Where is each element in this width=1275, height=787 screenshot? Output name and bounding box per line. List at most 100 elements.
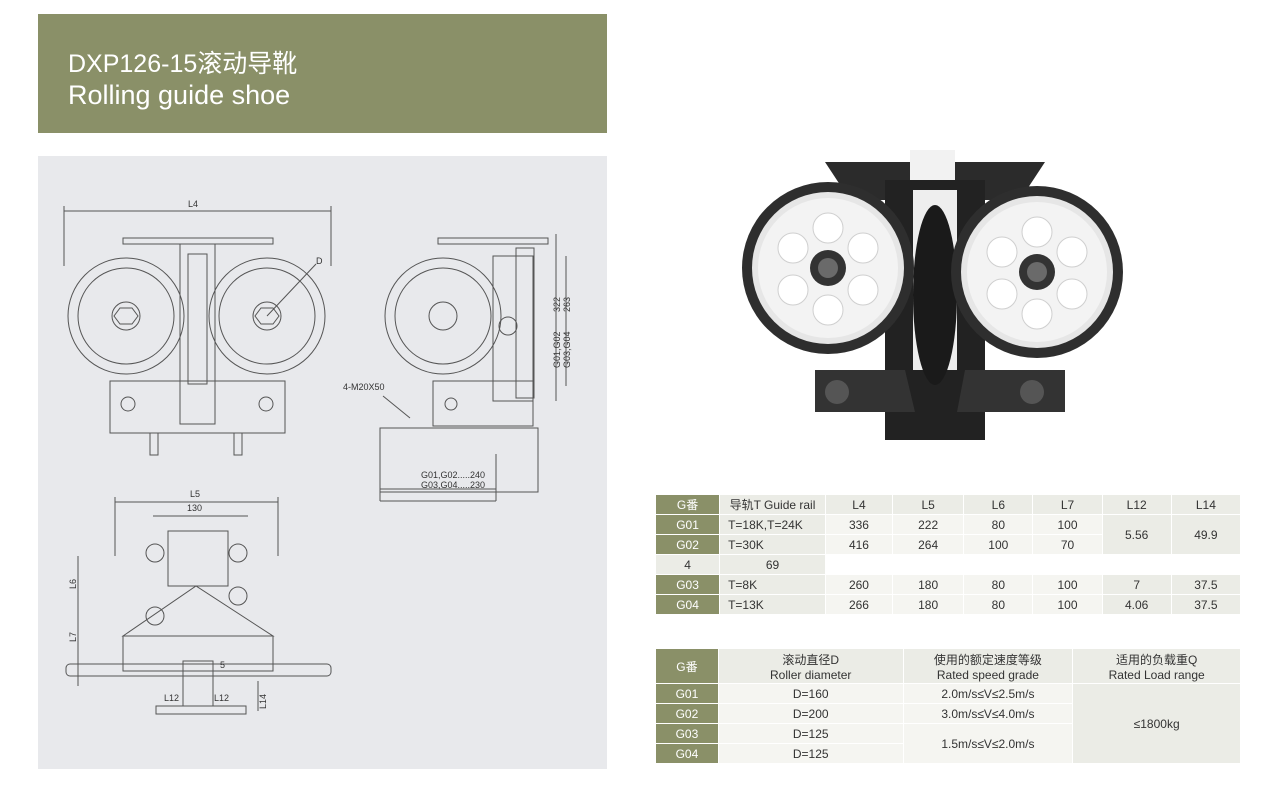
rating-table: G番 滚动直径D Roller diameter 使用的额定速度等级 Rated… bbox=[655, 648, 1241, 764]
table-cell: ≤1800kg bbox=[1072, 683, 1241, 764]
table-cell: 264 bbox=[892, 534, 965, 555]
header-cell: 导轨T Guide rail bbox=[719, 494, 826, 515]
table-cell: 100 bbox=[1032, 574, 1103, 595]
table-row: G03 T=8K 260 180 80 100 7 37.5 bbox=[654, 574, 1242, 595]
header-cell: 使用的额定速度等级 Rated speed grade bbox=[902, 648, 1074, 684]
header-text: 适用的负载重Q bbox=[1115, 652, 1198, 667]
table-cell: 80 bbox=[963, 574, 1034, 595]
table-cell: 4.06 bbox=[1101, 594, 1172, 615]
label-130: 130 bbox=[187, 503, 202, 513]
header-cell: L4 bbox=[824, 494, 894, 515]
code-cell: G02 bbox=[654, 534, 721, 555]
label-l6: L6 bbox=[68, 579, 78, 589]
header-cell: 适用的负载重Q Rated Load range bbox=[1072, 648, 1241, 684]
table-cell: D=125 bbox=[717, 743, 904, 764]
header-text: 滚动直径D bbox=[782, 652, 840, 667]
table-cell: 7 bbox=[1101, 574, 1172, 595]
table-cell: D=125 bbox=[717, 723, 904, 744]
code-cell: G04 bbox=[655, 743, 719, 764]
code-cell: G04 bbox=[654, 594, 721, 615]
table-cell: 1.5m/s≤V≤2.0m/s bbox=[902, 723, 1074, 764]
label-5: 5 bbox=[220, 660, 225, 670]
code-cell: G03 bbox=[655, 723, 719, 744]
drawing-svg: L4 D 4-M20X50 322 263 G01,G02 G03,G04 bbox=[63, 199, 572, 715]
table-cell: 69 bbox=[719, 554, 826, 575]
table-row: G01 T=18K,T=24K 336 222 80 100 5.56 49.9 bbox=[654, 514, 1242, 555]
table-cell: 260 bbox=[824, 574, 894, 595]
header-cell: L14 bbox=[1170, 494, 1242, 515]
table-cell: D=200 bbox=[717, 703, 904, 724]
table-cell: 37.5 bbox=[1170, 574, 1242, 595]
rail-cell: T=18K,T=24K bbox=[719, 514, 826, 535]
table-cell: 416 bbox=[824, 534, 894, 555]
table-row: T=30K bbox=[656, 534, 1241, 555]
code-cell: G03 bbox=[654, 574, 721, 595]
rail-cell: T=13K bbox=[719, 594, 826, 615]
label-bolt: 4-M20X50 bbox=[343, 382, 385, 392]
code-cell: G01 bbox=[654, 514, 721, 535]
header-cell: L7 bbox=[1032, 494, 1103, 515]
table-row: G03 D=125 1.5m/s≤V≤2.0m/s bbox=[655, 723, 1241, 764]
table-cell: 3.0m/s≤V≤4.0m/s bbox=[902, 703, 1074, 724]
top-view bbox=[65, 497, 332, 715]
label-base-a: G01,G02.....240 bbox=[421, 470, 485, 480]
table-cell: 80 bbox=[963, 514, 1034, 535]
label-base-b: G03,G04.....230 bbox=[421, 480, 485, 490]
table-cell: 336 bbox=[824, 514, 894, 535]
header-text: Roller diameter bbox=[770, 667, 852, 682]
side-view bbox=[379, 234, 567, 502]
table-cell: 80 bbox=[963, 594, 1034, 615]
header-text: 使用的额定速度等级 bbox=[933, 652, 1042, 667]
label-l14: L14 bbox=[258, 694, 268, 709]
table-cell: 5.56 bbox=[1101, 514, 1172, 555]
table-row: G04 T=13K 266 180 80 100 4.06 37.5 bbox=[654, 594, 1242, 615]
label-g-side-a: G01,G02 bbox=[552, 331, 562, 368]
table-cell: D=160 bbox=[717, 683, 904, 704]
header-cell: 滚动直径D Roller diameter bbox=[717, 648, 904, 684]
table-cell: 2.0m/s≤V≤2.5m/s bbox=[902, 683, 1074, 704]
table-row: G01 D=160 2.0m/s≤V≤2.5m/s ≤1800kg bbox=[655, 683, 1241, 764]
header-text: Rated speed grade bbox=[936, 667, 1039, 682]
header-cell: G番 bbox=[654, 494, 721, 515]
label-l4: L4 bbox=[188, 199, 198, 209]
title-english: Rolling guide shoe bbox=[68, 80, 291, 110]
table-cell: 266 bbox=[824, 594, 894, 615]
technical-drawing: L4 D 4-M20X50 322 263 G01,G02 G03,G04 bbox=[38, 156, 607, 769]
table-row: G02 D=200 3.0m/s≤V≤4.0m/s bbox=[655, 703, 1241, 724]
title-model: DXP126-15滚动导靴 bbox=[68, 50, 298, 78]
table-cell: 70 bbox=[1032, 534, 1103, 555]
table-cell: 4 bbox=[654, 554, 721, 575]
label-h2: 263 bbox=[562, 297, 572, 312]
table-cell: 100 bbox=[963, 534, 1034, 555]
table-header-row: G番 导轨T Guide rail L4 L5 L6 L7 L12 L14 bbox=[654, 494, 1242, 515]
title-banner: DXP126-15滚动导靴 Rolling guide shoe bbox=[38, 14, 607, 133]
table-cell: 222 bbox=[892, 514, 965, 535]
header-cell: G番 bbox=[655, 648, 719, 684]
table-cell: 180 bbox=[892, 594, 965, 615]
table-cell: 100 bbox=[1032, 594, 1103, 615]
label-l5: L5 bbox=[190, 489, 200, 499]
table-row: G04 D=125 bbox=[655, 743, 1241, 764]
rail-cell: T=30K bbox=[719, 534, 826, 555]
code-cell: G02 bbox=[655, 703, 719, 724]
label-l12-a: L12 bbox=[164, 693, 179, 703]
product-photo bbox=[742, 150, 1123, 440]
label-l12-b: L12 bbox=[214, 693, 229, 703]
label-h1: 322 bbox=[552, 297, 562, 312]
table-row: 4 69 bbox=[654, 554, 1241, 575]
header-cell: L12 bbox=[1101, 494, 1172, 515]
table-cell: 49.9 bbox=[1170, 514, 1242, 555]
label-l7: L7 bbox=[68, 632, 78, 642]
table-header-row: G番 滚动直径D Roller diameter 使用的额定速度等级 Rated… bbox=[655, 648, 1241, 684]
front-view bbox=[63, 206, 332, 456]
rail-cell: T=8K bbox=[719, 574, 826, 595]
table-cell: 180 bbox=[892, 574, 965, 595]
dimensions-table: G番 导轨T Guide rail L4 L5 L6 L7 L12 L14 G0… bbox=[654, 494, 1242, 615]
header-cell: L5 bbox=[892, 494, 965, 515]
table-cell: 37.5 bbox=[1170, 594, 1242, 615]
header-cell: L6 bbox=[963, 494, 1034, 515]
code-cell: G01 bbox=[655, 683, 719, 704]
label-g-side-b: G03,G04 bbox=[562, 331, 572, 368]
table-cell: 100 bbox=[1032, 514, 1103, 535]
header-text: Rated Load range bbox=[1108, 667, 1205, 682]
